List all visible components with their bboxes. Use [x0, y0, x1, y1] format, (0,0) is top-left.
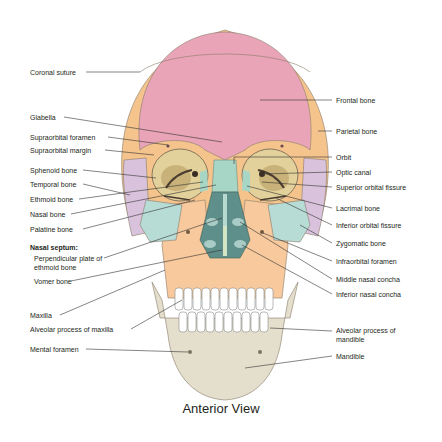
part-label: Nasal bone [30, 210, 65, 219]
part-label: Perpendicular plate of ethmoid bone [34, 254, 106, 272]
part-label: Sphenoid bone [30, 166, 77, 175]
part-label: Optic canal [336, 168, 371, 177]
part-label: Superior orbital fissure [336, 183, 406, 192]
part-label: Inferior nasal concha [336, 290, 401, 299]
part-label: Lacrimal bone [336, 204, 380, 213]
part-label: Maxilla [30, 311, 52, 320]
part-label: Inferior orbital fissure [336, 221, 401, 230]
part-label: Temporal bone [30, 180, 76, 189]
part-label: Supraorbital foramen [30, 133, 95, 142]
part-label: Vomer bone [34, 277, 72, 286]
view-caption: Anterior View [0, 401, 442, 417]
part-label: Infraorbital foramen [336, 257, 397, 266]
part-label: Zygomatic bone [336, 239, 386, 248]
part-label: Parietal bone [336, 127, 377, 136]
part-label: Mandible [336, 352, 364, 361]
part-label: Nasal septum: [30, 243, 78, 252]
part-label: Palatine bone [30, 225, 73, 234]
part-label: Supraorbital margin [30, 146, 91, 155]
part-label: Orbit [336, 153, 351, 162]
part-label: Alveolar process of maxilla [30, 325, 113, 334]
part-label: Ethmoid bone [30, 195, 73, 204]
part-label: Alveolar process of mandible [336, 326, 398, 344]
part-label: Middle nasal concha [336, 275, 400, 284]
part-label: Glabella [30, 113, 56, 122]
part-label: Coronal suture [30, 68, 76, 77]
part-label: Mental foramen [30, 345, 79, 354]
part-label: Frontal bone [336, 96, 375, 105]
